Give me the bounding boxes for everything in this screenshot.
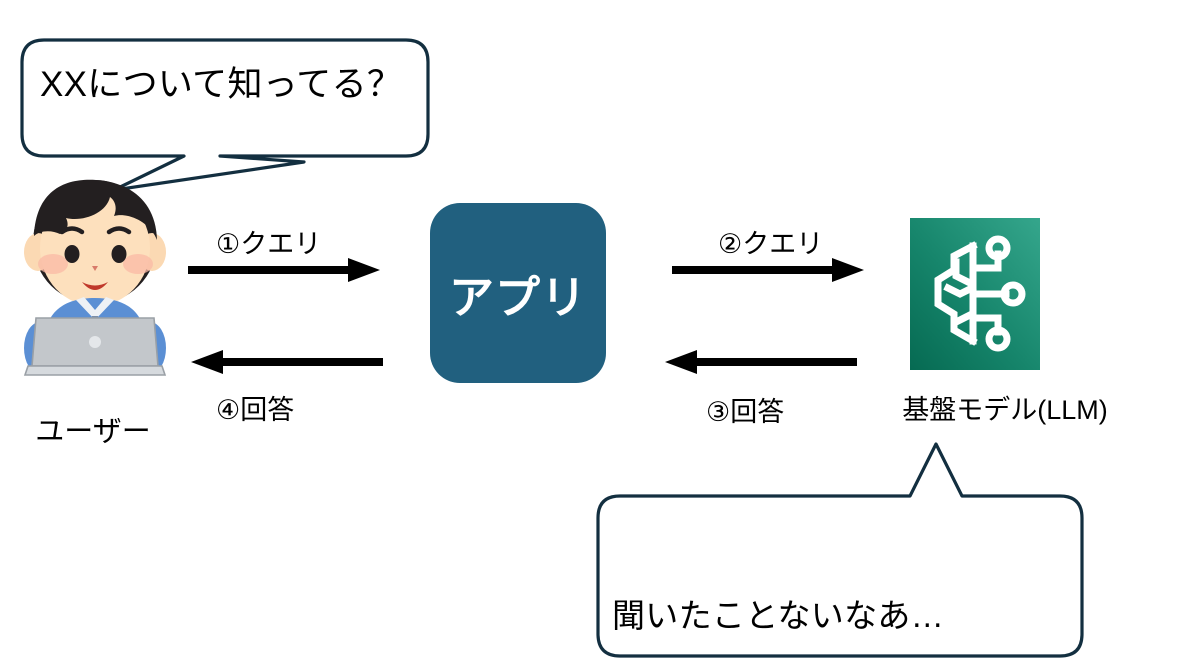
user-speech-bubble (20, 38, 430, 192)
llm-bubble-text: 聞いたことないなあ… テキトーに答えとくか！ （ハルシネーション） (612, 509, 977, 666)
llm-bubble-line-1: 聞いたことないなあ… (612, 596, 945, 634)
arrow-app-to-llm (672, 258, 864, 282)
flow-label-query-1: ①クエリ (216, 229, 322, 259)
arrow-llm-to-app (665, 350, 857, 374)
brain-circuit-icon (934, 235, 1026, 352)
arrow-app-to-user (191, 350, 383, 374)
flow-label-answer-3: ③回答 (706, 397, 785, 427)
flow-label-query-2: ②クエリ (718, 229, 824, 259)
user-label: ユーザー (35, 416, 151, 448)
user-avatar-illustration (23, 179, 167, 376)
llm-speech-bubble (596, 442, 1084, 658)
llm-icon-box (910, 218, 1040, 370)
user-bubble-text: XXについて知ってる？ (40, 65, 403, 104)
arrow-user-to-app (188, 258, 380, 282)
llm-label: 基盤モデル(LLM) (902, 395, 1108, 425)
flow-label-answer-4: ④回答 (216, 395, 295, 425)
app-box-label: アプリ (448, 271, 587, 323)
app-box: アプリ (430, 203, 606, 383)
